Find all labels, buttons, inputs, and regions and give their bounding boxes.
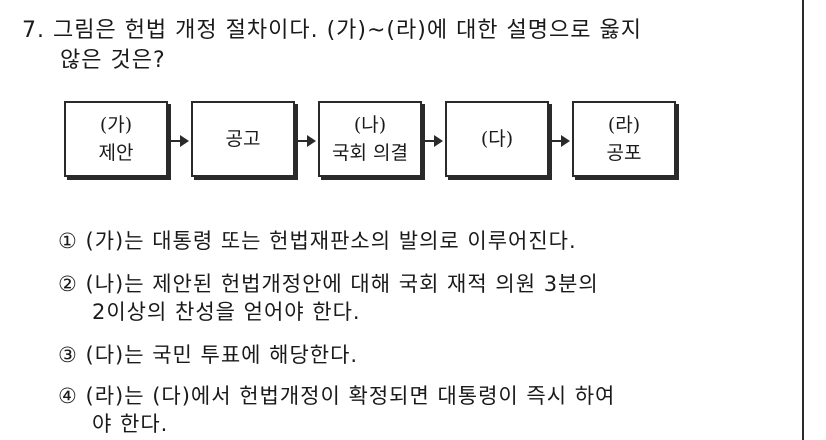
choice-1[interactable]: ① (가)는 대통령 또는 헌법재판소의 발의로 이루어진다. bbox=[58, 229, 577, 253]
choice-2[interactable]: ② (나)는 제안된 헌법개정안에 대해 국회 재적 의원 3분의 bbox=[58, 272, 599, 296]
choice-4[interactable]: ④ (라)는 (다)에서 헌법개정이 확정되면 대통령이 즉시 하여 bbox=[58, 384, 616, 408]
flow-box-proposal: (가) 제안 bbox=[64, 101, 168, 177]
flow-box-text: 제안 bbox=[98, 142, 134, 164]
question-line-1: 7. 그림은 헌법 개정 절차이다. (가)~(라)에 대한 설명으로 옳지 bbox=[22, 18, 642, 43]
flow-box-text: 공포 bbox=[606, 142, 642, 164]
flow-box-label: (가) bbox=[99, 114, 133, 136]
right-border-line bbox=[802, 0, 804, 440]
flow-box-text: 공고 bbox=[225, 128, 261, 150]
flow-box-text: (다) bbox=[480, 128, 514, 150]
flow-box-label: (라) bbox=[607, 114, 641, 136]
choice-2-continuation: 2이상의 찬성을 얻어야 한다. bbox=[92, 300, 361, 324]
flow-arrow bbox=[297, 135, 316, 147]
flow-box-announcement: 공고 bbox=[191, 101, 295, 177]
flow-box-text: 국회 의결 bbox=[332, 142, 408, 164]
choice-4-continuation: 야 한다. bbox=[92, 412, 169, 436]
amendment-flow-diagram: (가) 제안 공고 (나) 국회 의결 (다) (라) 공포 bbox=[0, 0, 826, 200]
flow-arrow bbox=[170, 135, 189, 147]
flow-box-promulgation: (라) 공포 bbox=[572, 101, 676, 177]
flow-box-label: (나) bbox=[353, 114, 387, 136]
question-line-2: 않은 것은? bbox=[60, 48, 166, 73]
flow-arrow bbox=[551, 135, 570, 147]
choice-3[interactable]: ③ (다)는 국민 투표에 해당한다. bbox=[58, 343, 359, 367]
flow-arrow bbox=[424, 135, 443, 147]
flow-box-da: (다) bbox=[445, 101, 549, 177]
flow-box-assembly-vote: (나) 국회 의결 bbox=[318, 101, 422, 177]
